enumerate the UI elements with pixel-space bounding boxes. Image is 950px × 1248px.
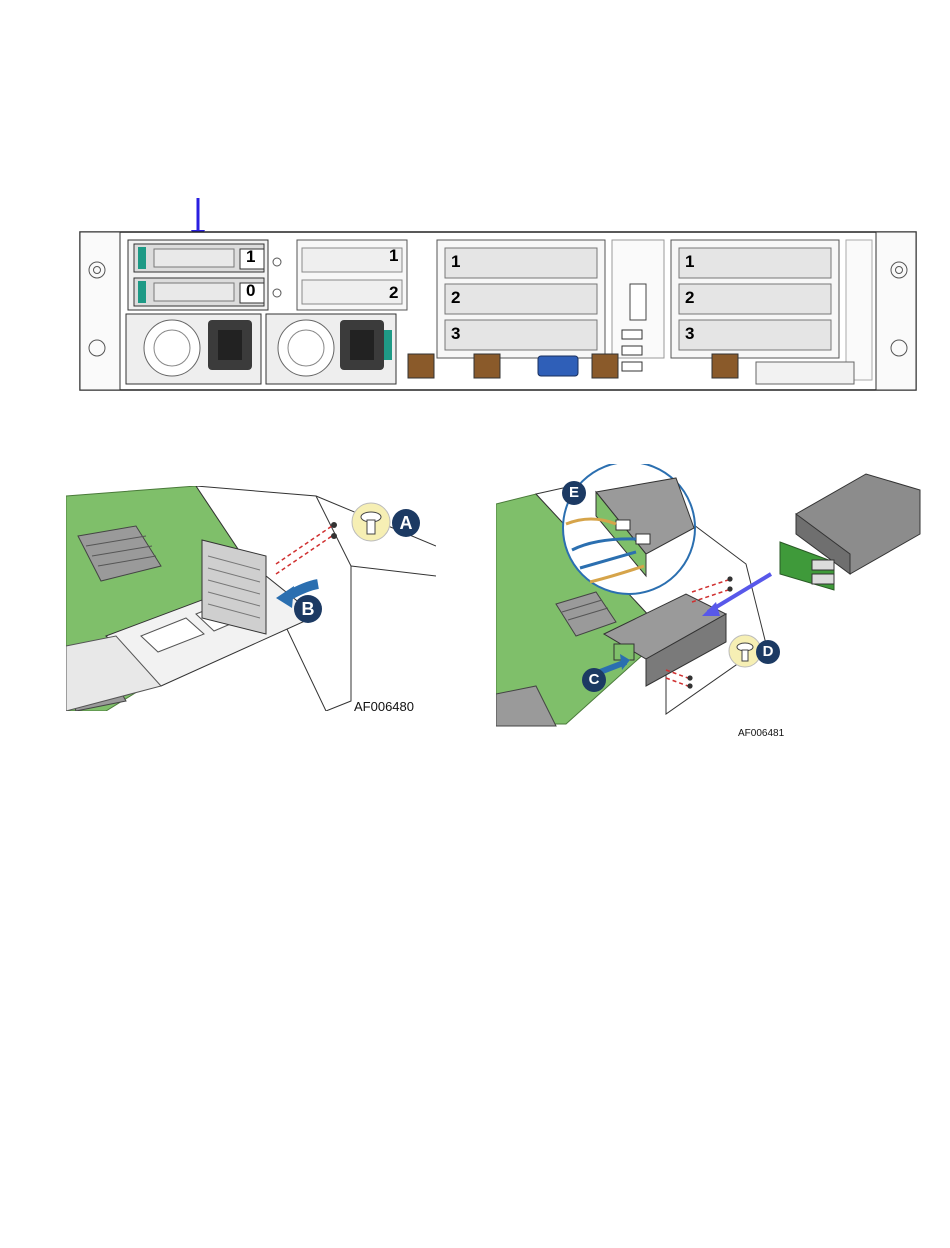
vga-port — [538, 356, 578, 376]
riser3-slot-label: 1 — [685, 252, 694, 272]
right-procedure-figure: C D E AF006481 — [496, 464, 926, 740]
figure-id: AF006480 — [354, 699, 414, 714]
screw — [331, 522, 337, 528]
riser2-slot-label: 3 — [451, 324, 460, 344]
riser2-slot-label: 2 — [451, 288, 460, 308]
power-supply-1 — [126, 314, 261, 384]
right-procedure-drawing — [496, 464, 926, 740]
right-rack-ear — [876, 232, 916, 390]
screw — [727, 586, 732, 591]
lan-port — [408, 354, 434, 378]
rear-panel-figure: 1 0 1 2 1 2 3 1 2 3 — [0, 0, 950, 420]
callout-e-label: E — [567, 484, 581, 501]
rear-label-panel — [756, 362, 854, 384]
drive-latch — [138, 247, 146, 269]
screw — [727, 576, 732, 581]
riser1-slot-label: 2 — [389, 283, 398, 303]
screw — [331, 533, 337, 539]
drive-bay-0 — [134, 278, 264, 306]
callout-a-label: A — [398, 513, 414, 534]
callout-b-label: B — [300, 599, 316, 620]
drive-bay-label: 0 — [246, 281, 255, 301]
callout-c-label: C — [587, 671, 601, 688]
figure-id: AF006481 — [738, 728, 784, 739]
power-supply-2 — [266, 314, 396, 384]
lan-port — [474, 354, 500, 378]
rear-panel-drawing — [0, 0, 950, 420]
riser3-slot-label: 2 — [685, 288, 694, 308]
riser3-slot-group — [671, 240, 839, 358]
management-lan-port — [712, 354, 738, 378]
riser2-slot-label: 1 — [451, 252, 460, 272]
right-vent-column — [846, 240, 872, 380]
left-procedure-figure: A B AF006480 — [66, 486, 436, 711]
screw — [687, 675, 692, 680]
screw — [687, 683, 692, 688]
serial-port — [630, 284, 646, 320]
rear-drive-module — [780, 474, 920, 590]
left-procedure-drawing — [66, 486, 436, 711]
drive-bay-1 — [134, 244, 264, 272]
drive-latch — [138, 281, 146, 303]
callout-d-label: D — [761, 643, 775, 660]
lan-port — [592, 354, 618, 378]
riser3-slot-label: 3 — [685, 324, 694, 344]
drive-bay-label: 1 — [246, 247, 255, 267]
riser1-slot-label: 1 — [389, 246, 398, 266]
riser2-slot-group — [437, 240, 605, 358]
left-rack-ear — [80, 232, 120, 390]
